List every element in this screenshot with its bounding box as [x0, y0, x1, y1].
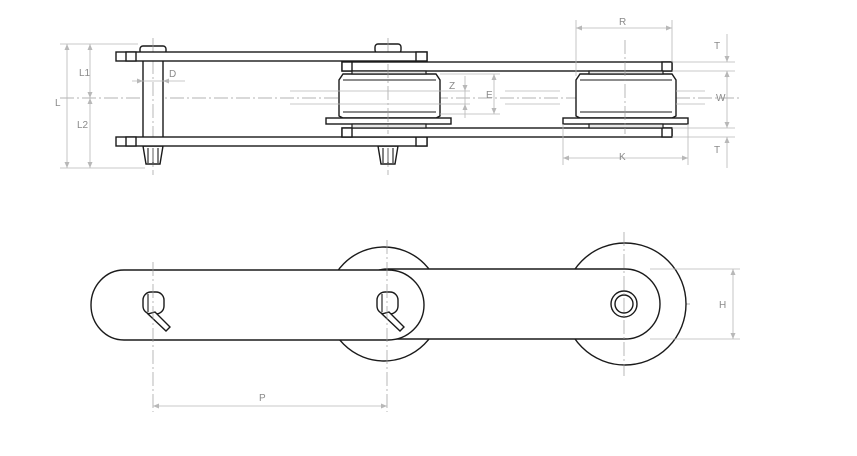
outer-plate-bottom	[115, 136, 428, 147]
flanged-roller-left	[325, 64, 452, 134]
pin-with-cotter-middle	[376, 291, 405, 332]
dim-T-bottom-label: T	[714, 145, 720, 156]
dim-T-top-label: T	[714, 41, 720, 52]
flanged-roller-right	[562, 40, 689, 134]
dim-H-label: H	[719, 300, 726, 311]
dim-P-label: P	[259, 393, 266, 404]
top-view: L L1 L2 D Z E	[55, 17, 740, 175]
dim-L1-label: L1	[79, 68, 91, 79]
dim-L-label: L	[55, 98, 61, 109]
pin-middle	[374, 38, 402, 175]
dim-K-label: K	[619, 152, 626, 163]
inner-plate-bottom	[341, 127, 673, 138]
dim-D-label: D	[169, 69, 176, 80]
pin-with-cotter-left	[142, 291, 171, 332]
dim-E-label: E	[486, 90, 493, 101]
link-plate-left	[90, 269, 425, 341]
dim-Z-label: Z	[449, 81, 455, 92]
inner-plate-top	[341, 61, 673, 72]
bottom-view: P H	[90, 232, 740, 412]
dim-R-label: R	[619, 17, 626, 28]
dim-L2-label: L2	[77, 120, 89, 131]
dim-W-label: W	[716, 93, 726, 104]
outer-plate-top	[115, 51, 428, 62]
